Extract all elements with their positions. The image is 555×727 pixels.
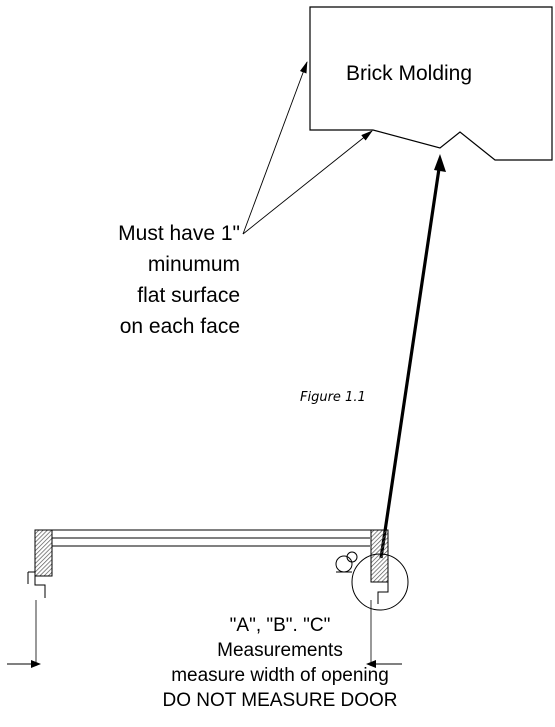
detail-arrow xyxy=(379,161,442,559)
note-line: Must have 1" xyxy=(118,222,240,245)
figure-caption: Figure 1.1 xyxy=(300,390,366,405)
measurement-instructions: "A", "B". "C" Measurements measure width… xyxy=(90,613,470,713)
measurement-line: measure width of opening xyxy=(171,665,389,686)
detail-arrowhead xyxy=(434,154,446,172)
note-line: flat surface xyxy=(137,284,240,307)
leader-line-upper xyxy=(242,61,308,235)
note-line: minumum xyxy=(147,253,240,276)
measurement-line: "A", "B". "C" xyxy=(229,615,331,636)
leader-line-lower xyxy=(242,130,373,235)
brick-molding-profile xyxy=(309,6,553,161)
measurement-line: Measurements xyxy=(217,640,343,661)
measurement-line: DO NOT MEASURE DOOR xyxy=(162,690,398,711)
brick-molding-label: Brick Molding xyxy=(346,62,473,85)
door-frame-plan xyxy=(27,529,409,611)
flat-surface-note: Must have 1" minumum flat surface on eac… xyxy=(40,218,240,342)
note-line: on each face xyxy=(119,315,240,338)
